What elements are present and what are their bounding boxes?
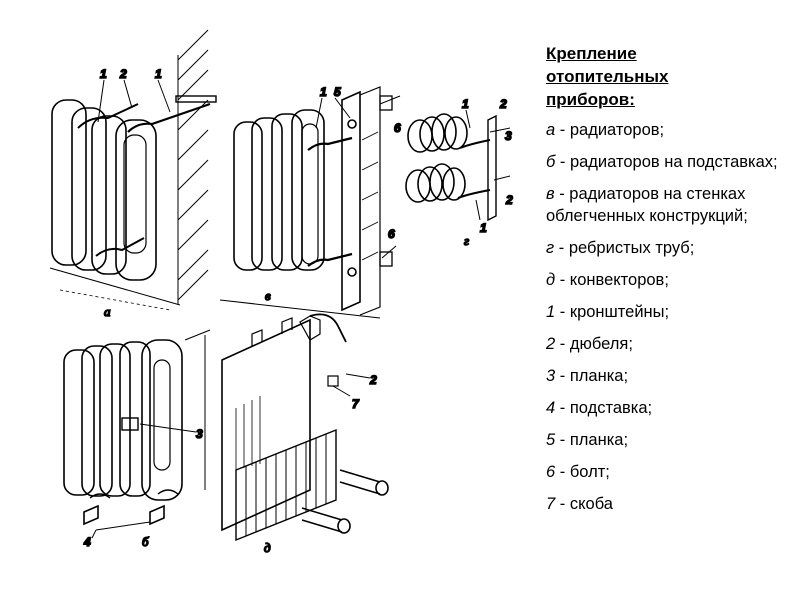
legend-key: г	[546, 239, 555, 257]
legend-text: - скоба	[559, 495, 613, 513]
legend-item-5: 5 - планка;	[546, 429, 786, 451]
callout-v-6b: 6	[388, 227, 395, 241]
legend-key: д	[546, 271, 556, 289]
sublabel-d: д	[264, 540, 271, 555]
callout-g-2b: 2	[505, 193, 513, 207]
legend-text: - планка;	[559, 431, 629, 449]
legend-item-g: г - ребристых труб;	[546, 237, 786, 259]
callout-v-5: 5	[334, 85, 341, 99]
legend-item-a: а - радиаторов;	[546, 119, 786, 141]
figure-v-radiator-light-wall	[219, 86, 401, 319]
legend-text: - радиаторов на стенках облегченных конс…	[546, 185, 748, 225]
legend-text: - ребристых труб;	[558, 239, 695, 257]
legend-text: - радиаторов на подставках;	[559, 153, 778, 171]
sublabel-a: а	[104, 304, 111, 319]
legend-text: - дюбеля;	[559, 335, 633, 353]
legend-item-2: 2 - дюбеля;	[546, 333, 786, 355]
callout-g-1: 1	[462, 97, 469, 111]
figure-d-convector	[221, 313, 389, 542]
legend-key: 2	[546, 335, 556, 353]
legend-title-line: приборов:	[546, 90, 635, 109]
legend-item-6: 6 - болт;	[546, 461, 786, 483]
figure-g-finned-pipes	[405, 109, 511, 222]
legend-text: - конвекторов;	[559, 271, 669, 289]
legend-item-7: 7 - скоба	[546, 493, 786, 515]
legend-key: 5	[546, 431, 556, 449]
legend-title: Крепление отопительных приборов:	[546, 42, 786, 111]
callout-v-6: 6	[394, 121, 401, 135]
legend-key: б	[546, 153, 556, 171]
fastening-diagram: 1 2 1 а 1 5 6 6 в	[49, 29, 514, 556]
legend-key: 4	[546, 399, 556, 417]
callout-g-3: 3	[505, 129, 512, 143]
legend-key: в	[546, 185, 555, 203]
legend-item-1: 1 - кронштейны;	[546, 301, 786, 323]
callout-g-2: 2	[499, 97, 507, 111]
callout-b-4: 4	[83, 535, 91, 549]
legend-item-b: б - радиаторов на подставках;	[546, 151, 786, 173]
legend-item-3: 3 - планка;	[546, 365, 786, 387]
figure-b-radiator-stands	[63, 329, 211, 539]
legend-title-line: отопительных	[546, 67, 669, 86]
legend-key: 3	[546, 367, 556, 385]
legend-panel: Крепление отопительных приборов: а - рад…	[546, 42, 786, 525]
legend-item-v: в - радиаторов на стенках облегченных ко…	[546, 183, 786, 227]
callout-a-1b: 1	[155, 67, 162, 81]
legend-text: - кронштейны;	[559, 303, 670, 321]
legend-item-d: д - конвекторов;	[546, 269, 786, 291]
sublabel-b: б	[142, 534, 149, 549]
legend-key: 7	[546, 495, 556, 513]
sublabel-v: в	[265, 288, 271, 303]
legend-text: - планка;	[559, 367, 629, 385]
legend-key: 6	[546, 463, 556, 481]
sublabel-g: г	[464, 233, 469, 248]
legend-title-line: Крепление	[546, 44, 637, 63]
callout-d-7: 7	[352, 397, 360, 411]
legend-text: - болт;	[559, 463, 610, 481]
callout-a-1: 1	[100, 67, 107, 81]
legend-key: а	[546, 121, 556, 139]
legend-text: - подставка;	[559, 399, 653, 417]
callout-v-1: 1	[320, 85, 327, 99]
legend-key: 1	[546, 303, 556, 321]
callout-g-1b: 1	[480, 221, 487, 235]
legend-text: - радиаторов;	[559, 121, 665, 139]
legend-item-4: 4 - подставка;	[546, 397, 786, 419]
figure-a-radiator-wall	[49, 29, 217, 311]
callout-b-3: 3	[196, 427, 203, 441]
callout-a-2: 2	[119, 67, 127, 81]
callout-d-2: 2	[369, 373, 377, 387]
